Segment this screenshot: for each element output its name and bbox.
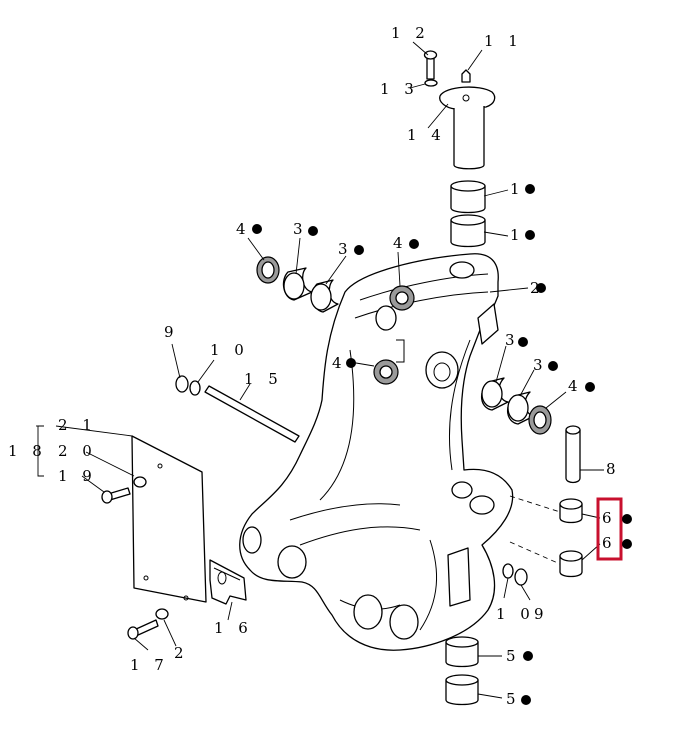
dot-6b — [622, 539, 632, 549]
dot-4a — [252, 224, 262, 234]
label-10b: 1 0 — [496, 605, 535, 623]
label-18: 1 8 — [8, 442, 47, 460]
label-1b: 1 — [510, 226, 525, 244]
label-6b: 6 — [602, 534, 617, 552]
label-4d: 4 — [568, 377, 583, 395]
label-8: 8 — [606, 460, 621, 478]
label-2: 2 — [530, 279, 545, 297]
label-9b: 9 — [534, 605, 549, 623]
dot-2 — [536, 283, 546, 293]
label-14: 1 4 — [407, 126, 446, 144]
washer-9 — [175, 375, 189, 393]
label-3c: 3 — [505, 331, 520, 349]
pin-14-hole — [462, 94, 470, 102]
bracket-16-body — [209, 559, 247, 605]
bushing-5-upper — [445, 642, 479, 668]
dot-3b — [354, 245, 364, 255]
washer-10 — [189, 380, 201, 396]
washer-13 — [424, 79, 438, 87]
frame-lug — [477, 303, 499, 345]
dot-5a — [523, 651, 533, 661]
label-11: 1 1 — [484, 32, 523, 50]
label-20: 2 0 — [58, 442, 97, 460]
dot-4d — [585, 382, 595, 392]
label-21: 2 1 — [58, 416, 97, 434]
dot-3c — [518, 337, 528, 347]
label-9a: 9 — [164, 323, 179, 341]
bushing-1-upper — [450, 186, 486, 214]
pin-14-plate — [439, 86, 496, 110]
dot-1b — [525, 230, 535, 240]
label-17: 1 7 — [130, 656, 169, 674]
dot-3a — [308, 226, 318, 236]
dot-1a — [525, 184, 535, 194]
label-4b: 4 — [393, 234, 408, 252]
label-12: 1 2 — [391, 24, 430, 42]
label-3b: 3 — [338, 240, 353, 258]
bushing-1-lower-top — [450, 214, 486, 226]
label-1a: 1 — [510, 180, 525, 198]
label-6a: 6 — [602, 509, 617, 527]
dot-6a — [622, 514, 632, 524]
rod-assembly-15 — [171, 343, 300, 443]
bushing-1-lower — [450, 220, 486, 248]
label-4a: 4 — [236, 220, 251, 238]
rod-15 — [204, 385, 300, 443]
pin-14-shaft — [453, 106, 485, 170]
bushing-5-lower — [445, 680, 479, 706]
bolt-19-head — [101, 490, 113, 504]
dot-4b — [409, 239, 419, 249]
label-3a: 3 — [293, 220, 308, 238]
plate-21 — [131, 435, 207, 603]
grease-nipple-11 — [461, 69, 471, 83]
right-bushing-stack — [481, 377, 552, 435]
label-19: 1 9 — [58, 467, 97, 485]
leader-2 — [489, 287, 529, 293]
plate-assembly-21 — [36, 425, 207, 651]
label-3d: 3 — [533, 356, 548, 374]
part-labels: 1 2 1 1 1 3 1 4 1 1 4 3 3 4 2 3 4 3 4 9 … — [8, 24, 621, 708]
main-frame-2 — [239, 253, 514, 651]
bolt-12-head — [423, 50, 438, 60]
dot-4c — [346, 358, 356, 368]
pin-8-assembly — [509, 425, 604, 578]
bushing-1-upper-top — [450, 180, 486, 192]
washer-9-bottom — [514, 568, 528, 586]
bushing-6-lower — [559, 556, 583, 578]
label-15: 1 5 — [244, 370, 283, 388]
pin-assembly-top — [423, 50, 496, 248]
bullet-markers — [252, 184, 632, 705]
dot-5b — [521, 695, 531, 705]
washer-2 — [155, 608, 169, 620]
leaders-left-stack — [247, 237, 347, 285]
leaders-top — [409, 41, 509, 237]
label-4c: 4 — [332, 354, 347, 372]
label-16: 1 6 — [214, 619, 253, 637]
washer-20 — [133, 476, 147, 488]
pin-8 — [565, 430, 581, 484]
dot-3d — [548, 361, 558, 371]
label-2b: 2 — [174, 644, 189, 662]
label-5b: 5 — [506, 690, 521, 708]
washer-10-bottom — [502, 563, 514, 579]
bracket-16 — [209, 559, 247, 621]
leaders-right-stack — [495, 345, 567, 409]
label-5a: 5 — [506, 647, 521, 665]
bolt-17-head — [127, 626, 139, 640]
highlight-box-6 — [596, 497, 623, 561]
left-bushing-stack — [256, 256, 339, 313]
label-13: 1 3 — [380, 80, 419, 98]
label-10a: 1 0 — [210, 341, 249, 359]
bottom-assembly — [445, 563, 531, 706]
